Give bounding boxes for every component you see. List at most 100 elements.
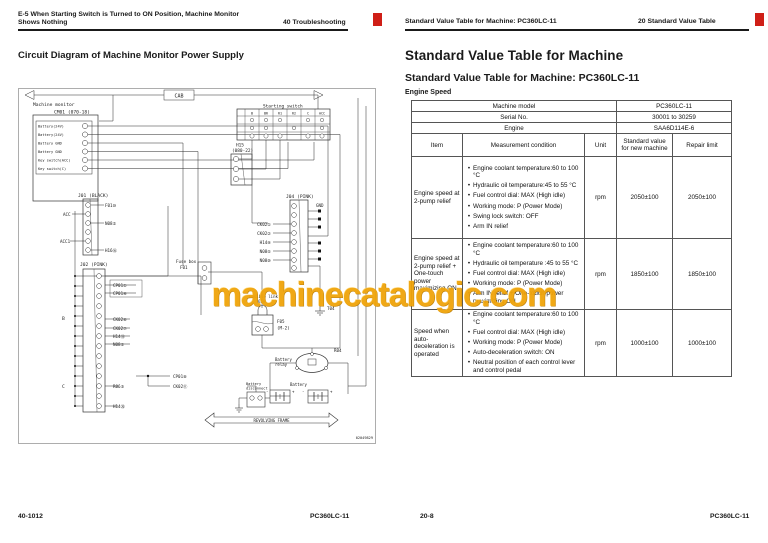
row2-repair-limit: 1850±100 bbox=[672, 238, 733, 310]
row1-standard-value: 2050±100 bbox=[616, 156, 674, 239]
n08-2-label: N08② bbox=[105, 221, 117, 226]
acc1-label: ACC1 bbox=[60, 239, 71, 244]
cm01-row-battery24v-1: Battery(24V) bbox=[38, 125, 64, 129]
wire-junction-dots bbox=[74, 209, 321, 407]
starting-switch-grid bbox=[237, 109, 330, 140]
left-footer-model: PC360LC-11 bbox=[310, 513, 350, 520]
disconnect-ground-symbol bbox=[235, 404, 243, 413]
bus-c-label: C bbox=[62, 384, 65, 390]
row1-conditions: •Engine coolant temperature:60 to 100 °C… bbox=[462, 156, 585, 239]
svg-text:-: - bbox=[302, 389, 304, 394]
row3-repair-limit: 1000±100 bbox=[672, 309, 733, 377]
table-row-power-maximizing: Engine speed at 2-pump relief + One-touc… bbox=[411, 238, 733, 310]
t04-label: T04 bbox=[327, 306, 335, 311]
ck02-11-label: CK02⑪ bbox=[173, 383, 188, 390]
machine-monitor-box bbox=[32, 114, 99, 202]
row2-standard-value: 1850±100 bbox=[616, 238, 674, 310]
condition: Hydraulic oil temperature:45 to 55 °C bbox=[473, 182, 577, 190]
page-left-troubleshooting: E-5 When Starting Switch is Turned to ON… bbox=[18, 11, 382, 520]
condition: Hydraulic oil temperature :45 to 55 °C bbox=[473, 260, 579, 268]
terminal-c: C bbox=[307, 112, 309, 116]
j04-label: J04 (PINK) bbox=[286, 194, 314, 200]
battery-symbols: + - - + bbox=[266, 389, 333, 404]
f01-pin-label: F01⑩ bbox=[105, 203, 117, 208]
cm01-rows: Battery(24V) Battery(24V) Battery GND Ba… bbox=[38, 125, 70, 172]
cm01-row-battery24v-2: Battery(24V) bbox=[38, 133, 64, 137]
terminal-acc: ACC bbox=[319, 112, 325, 116]
table-row-machine-model: Machine model PC360LC-11 bbox=[410, 100, 733, 112]
cm01-pins bbox=[82, 123, 88, 172]
engine-speed-label: Engine Speed bbox=[405, 89, 452, 96]
col-measurement-condition: Measurement condition bbox=[462, 133, 585, 157]
right-footer-page-number: 20-8 bbox=[420, 513, 434, 520]
page-right-standard-values: Standard Value Table for Machine: PC360L… bbox=[384, 0, 768, 543]
j02-wire-labels: CP01① CP01④ CK02⑥ CK02⑦ H14⑮ N08① R06③ C… bbox=[113, 283, 188, 410]
wires bbox=[24, 90, 367, 407]
condition: Working mode: P (Power Mode) bbox=[473, 280, 563, 288]
ck02-6-label: CK02⑥ bbox=[113, 317, 127, 322]
right-page-title: Standard Value Table for Machine bbox=[405, 48, 624, 63]
col-unit: Unit bbox=[583, 133, 618, 157]
row3-item: Speed when auto-deceleration is operated bbox=[411, 309, 463, 377]
starting-switch-contacts bbox=[249, 118, 325, 139]
condition: Fuel control dial: MAX (High idle) bbox=[473, 192, 566, 200]
r06-3-label: R06③ bbox=[113, 384, 125, 389]
cab-label: CAB bbox=[174, 94, 183, 100]
cm01-row-keyswitch-acc: Key switch(ACC) bbox=[38, 159, 70, 163]
f05-box bbox=[251, 314, 274, 336]
left-header-line1: E-5 When Starting Switch is Turned to ON… bbox=[18, 11, 240, 18]
cab-label-box bbox=[163, 89, 195, 101]
left-header: E-5 When Starting Switch is Turned to ON… bbox=[18, 11, 288, 27]
row1-unit: rpm bbox=[583, 156, 618, 239]
condition: Neutral position of each control lever a… bbox=[473, 359, 576, 374]
ck02-1-label: CK02① bbox=[257, 222, 271, 227]
condition: Engine coolant temperature:60 to 100 °C bbox=[473, 311, 579, 327]
ck02-7-label: CK02⑦ bbox=[113, 326, 127, 331]
cp01-group-box bbox=[109, 279, 143, 298]
right-header-left: Standard Value Table for Machine: PC360L… bbox=[405, 18, 557, 25]
h15-label: H15 bbox=[236, 143, 244, 149]
j01-box bbox=[82, 198, 99, 256]
j02-pins bbox=[96, 273, 102, 409]
svg-text:+: + bbox=[330, 389, 333, 394]
cm01-row-keyswitch-c: Key switch(C) bbox=[38, 167, 66, 171]
col-standard-value: Standard value for new machine bbox=[616, 133, 674, 157]
r04-label: R04 bbox=[334, 348, 342, 353]
battery-relay-label-2: relay bbox=[275, 362, 288, 367]
row1-item: Engine speed at 2-pump relief bbox=[411, 156, 463, 239]
condition: Swing lock switch: OFF bbox=[473, 212, 539, 220]
j04-stub-wires bbox=[273, 223, 291, 261]
serial-no-label: Serial No. bbox=[410, 111, 618, 123]
condition: Fuel control dial: MAX (High idle) bbox=[473, 329, 566, 337]
n08-1-label: N08① bbox=[113, 342, 125, 347]
h15-pins bbox=[233, 156, 239, 182]
bus-b-label: B bbox=[62, 316, 65, 322]
circuit-diagram-svg: CAB Machine monitor CM01 (070-18) Batter… bbox=[18, 88, 376, 444]
condition: Fuel control dial: MAX (High idle) bbox=[473, 270, 566, 278]
left-page-title: Circuit Diagram of Machine Monitor Power… bbox=[18, 50, 244, 61]
h16-16-label: H16⑯ bbox=[105, 247, 118, 254]
f01-label: F01 bbox=[180, 265, 188, 270]
machine-monitor-label: Machine monitor bbox=[33, 102, 75, 108]
h14-15-label: H14⑮ bbox=[113, 333, 126, 340]
condition: Auto-deceleration switch: ON bbox=[473, 349, 555, 357]
left-header-line2: Shows Nothing bbox=[18, 19, 68, 26]
f05-sub-label: (M-2) bbox=[277, 326, 290, 331]
j02-box bbox=[82, 268, 106, 413]
standard-value-table-wrap: Machine model PC360LC-11 Serial No. 3000… bbox=[410, 100, 733, 377]
serial-no-value: 30001 to 30259 bbox=[616, 111, 733, 123]
battery-label: Battery bbox=[290, 382, 307, 387]
row2-unit: rpm bbox=[583, 238, 618, 310]
n08-10-label: N08⑩ bbox=[260, 258, 272, 263]
gnd-label: GND bbox=[316, 203, 324, 208]
left-footer-page-number: 40-1012 bbox=[18, 513, 43, 520]
fuse-box-f01 bbox=[197, 261, 212, 285]
battery-relay-symbol bbox=[295, 353, 329, 373]
engine-value: SAA6D114E-6 bbox=[616, 122, 733, 134]
standard-value-table: Machine model PC360LC-11 Serial No. 3000… bbox=[410, 100, 733, 377]
j01-label: J01 (BLACK) bbox=[78, 193, 108, 199]
battery-disconnect-box bbox=[246, 391, 266, 408]
table-row-2pump-relief: Engine speed at 2-pump relief •Engine co… bbox=[411, 156, 733, 239]
machine-model-label: Machine model bbox=[410, 100, 618, 112]
fusible-amp-label: 65A bbox=[258, 299, 266, 304]
